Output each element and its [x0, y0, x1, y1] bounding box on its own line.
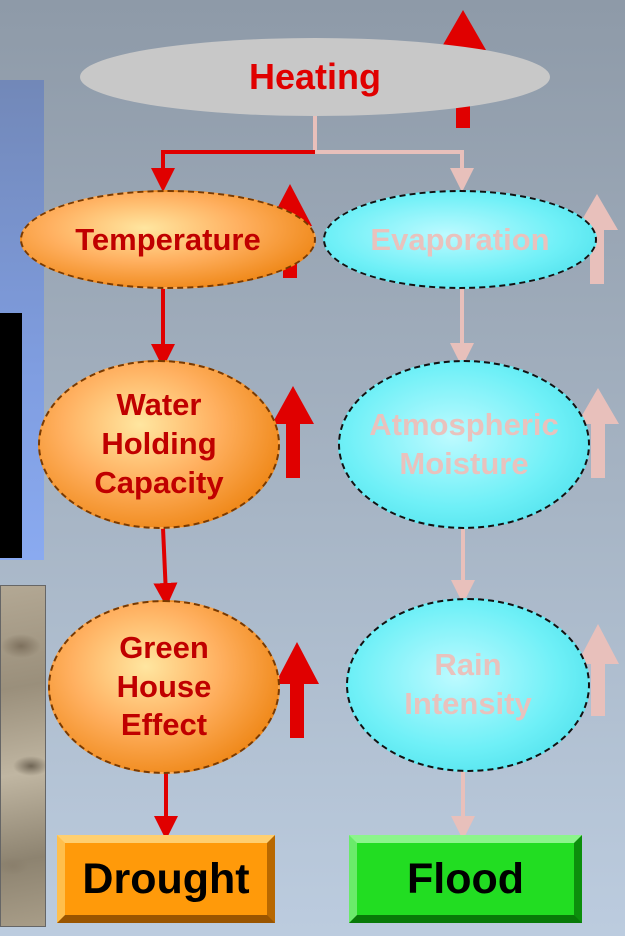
flood-label: Flood	[406, 854, 524, 903]
heating-label: Heating	[248, 56, 381, 97]
atmospheric-moisture-increase-arrow-icon	[577, 388, 619, 478]
atmospheric-moisture-node: Atmospheric Moisture	[338, 360, 590, 529]
arrow-water-to-greenhouse	[153, 527, 178, 607]
green-house-effect-node: Green House Effect	[48, 600, 280, 774]
atmospheric-moisture-label: Atmospheric Moisture	[369, 406, 559, 481]
heating-node: Heating	[80, 38, 550, 116]
evaporation-node: Evaporation	[323, 190, 597, 289]
water-holding-increase-arrow-icon	[272, 386, 314, 478]
temperature-node: Temperature	[20, 190, 316, 289]
side-panel-black	[0, 313, 22, 558]
flood-box: Flood	[349, 835, 582, 923]
drought-label: Drought	[82, 854, 250, 903]
rain-intensity-increase-arrow-icon	[577, 624, 619, 716]
water-holding-capacity-node: Water Holding Capacity	[38, 360, 280, 529]
heating-split-connector	[151, 116, 474, 192]
side-photo	[0, 585, 46, 927]
drought-box: Drought	[57, 835, 275, 923]
rain-intensity-label: Rain Intensity	[404, 647, 532, 721]
green-house-increase-arrow-icon	[275, 642, 319, 738]
evaporation-label: Evaporation	[370, 221, 550, 257]
temperature-label: Temperature	[75, 221, 261, 257]
water-holding-capacity-label: Water Holding Capacity	[94, 387, 224, 500]
rain-intensity-node: Rain Intensity	[346, 598, 590, 772]
green-house-effect-label: Green House Effect	[116, 629, 212, 743]
